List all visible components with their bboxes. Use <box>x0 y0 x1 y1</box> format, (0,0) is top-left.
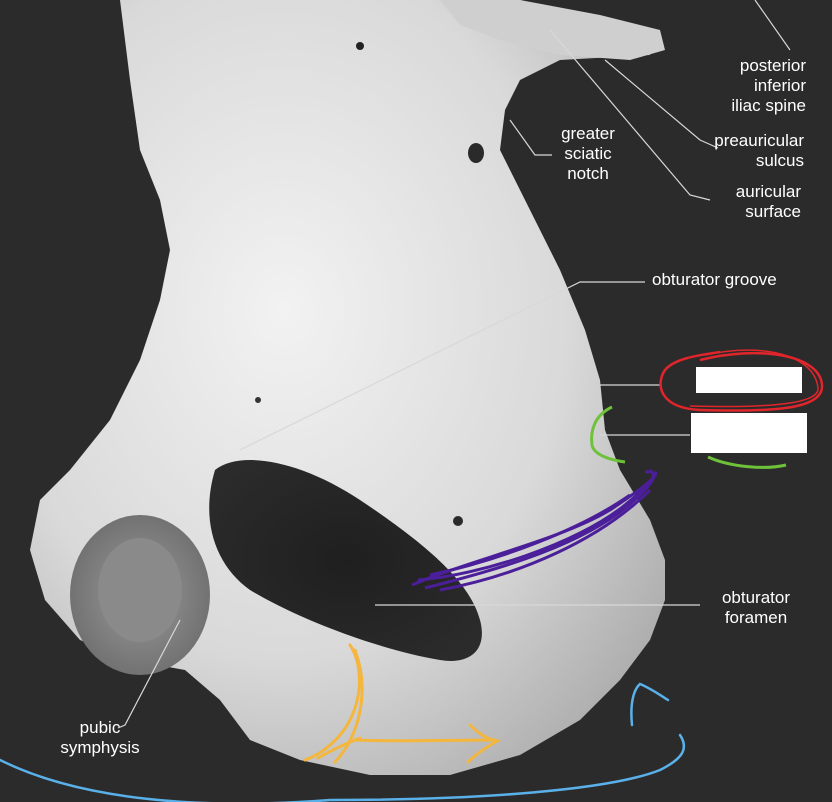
iliac-top <box>440 0 665 60</box>
nutrient-foramen <box>453 516 463 526</box>
label-greater-sciatic-notch: greater sciatic notch <box>561 124 615 183</box>
symphysis-texture <box>98 538 182 642</box>
obturator-foramen-hole <box>209 460 482 661</box>
label-mask-box <box>691 413 807 453</box>
label-mask-box <box>696 367 802 393</box>
nutrient-foramen <box>468 143 484 163</box>
purple-scribble-annotation <box>411 468 658 592</box>
label-auricular-surface: auricular surface <box>735 182 801 221</box>
label-obturator-groove: obturator groove <box>652 270 777 289</box>
label-pubic-symphysis: pubic symphysis <box>60 718 140 757</box>
green-underline-annotation <box>707 455 787 469</box>
label-posterior-inferior-iliac-spine: posterior inferior iliac spine <box>731 56 806 115</box>
yellow-arrow-annotation <box>303 643 502 764</box>
nutrient-foramen <box>255 397 261 403</box>
blue-arc-annotation <box>0 682 686 802</box>
label-preauricular-sulcus: preauricular sulcus <box>714 131 804 170</box>
label-obturator-foramen: obturator foramen <box>721 588 791 627</box>
leader-lines <box>117 0 791 729</box>
nutrient-foramen <box>356 42 364 50</box>
green-bracket-annotation <box>590 405 626 464</box>
